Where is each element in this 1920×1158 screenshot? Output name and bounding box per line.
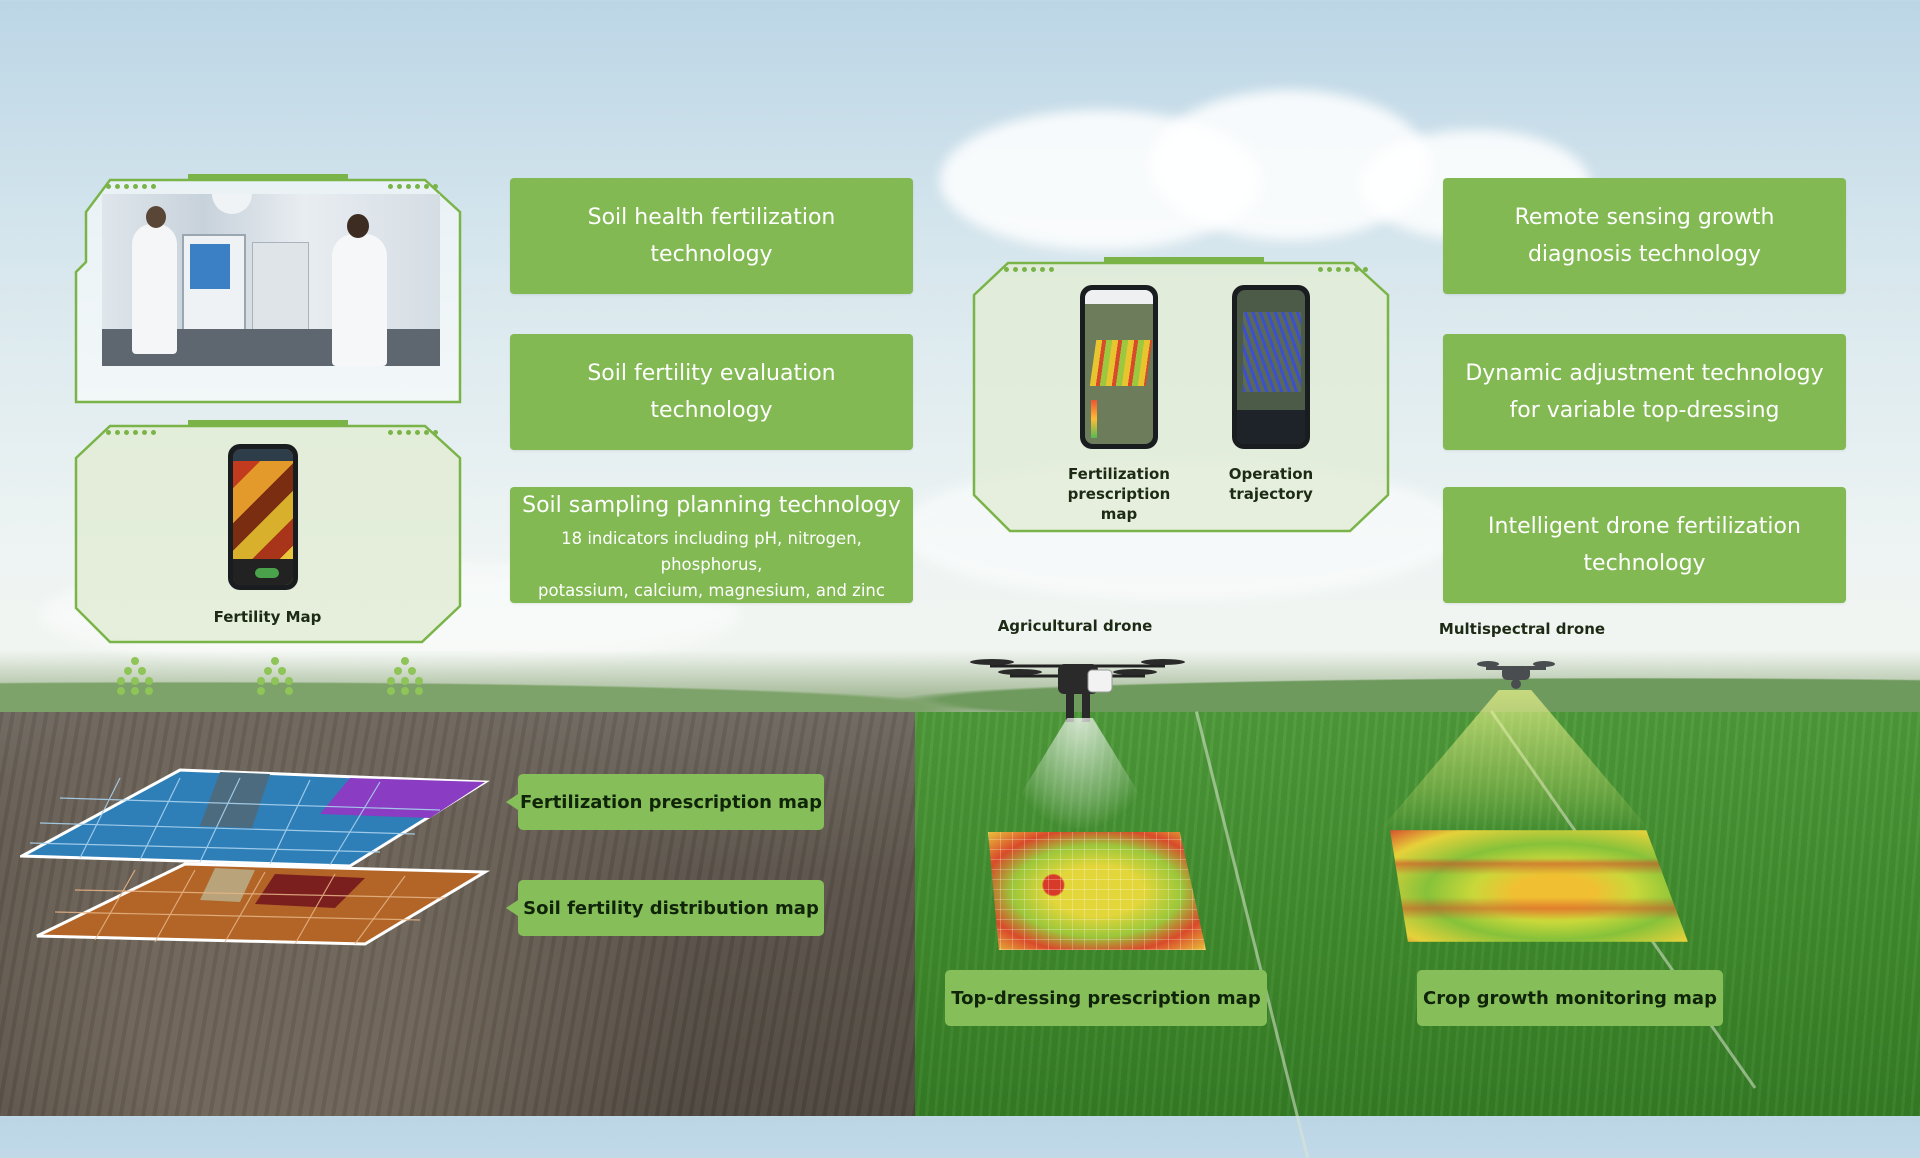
crop-growth-map — [1390, 830, 1688, 942]
multispectral-drone-label: Multispectral drone — [1438, 620, 1606, 638]
trajectory-phone — [1232, 285, 1310, 449]
lab-photo — [102, 194, 440, 366]
crop-growth-tag: Crop growth monitoring map — [1417, 970, 1723, 1026]
treeline — [0, 650, 1920, 722]
fertility-map-phone — [228, 444, 298, 590]
fertility-map-label: Fertility Map — [213, 608, 322, 626]
top-dressing-map — [988, 832, 1206, 950]
fertilization-prescription-map — [16, 768, 490, 868]
top-dressing-tag: Top-dressing prescription map — [945, 970, 1267, 1026]
agricultural-drone-label: Agricultural drone — [997, 617, 1153, 635]
soil-fertility-evaluation-box: Soil fertility evaluation technology — [510, 334, 913, 450]
multispectral-drone — [1476, 656, 1556, 692]
dynamic-adjustment-box: Dynamic adjustment technology for variab… — [1443, 334, 1846, 450]
remote-sensing-box: Remote sensing growth diagnosis technolo… — [1443, 178, 1846, 294]
center-phone-panel: Fertilization prescription map Operation… — [968, 255, 1393, 538]
fertilization-prescription-tag: Fertilization prescription map — [506, 774, 824, 830]
lab-photo-frame — [70, 172, 465, 412]
soil-sampling-box: Soil sampling planning technology 18 ind… — [510, 487, 913, 603]
soil-fertility-distribution-tag: Soil fertility distribution map — [506, 880, 824, 936]
soil-fertility-distribution-map — [35, 862, 491, 947]
trajectory-phone-label: Operation trajectory — [1228, 465, 1314, 503]
agricultural-drone — [970, 648, 1185, 728]
soil-health-box: Soil health fertilization technology — [510, 178, 913, 294]
fertility-map-frame: Fertility Map — [70, 418, 465, 650]
drone-fertilization-box: Intelligent drone fertilization technolo… — [1443, 487, 1846, 603]
prescription-phone-label: Fertilization prescription map — [1067, 465, 1171, 523]
prescription-phone — [1080, 285, 1158, 449]
